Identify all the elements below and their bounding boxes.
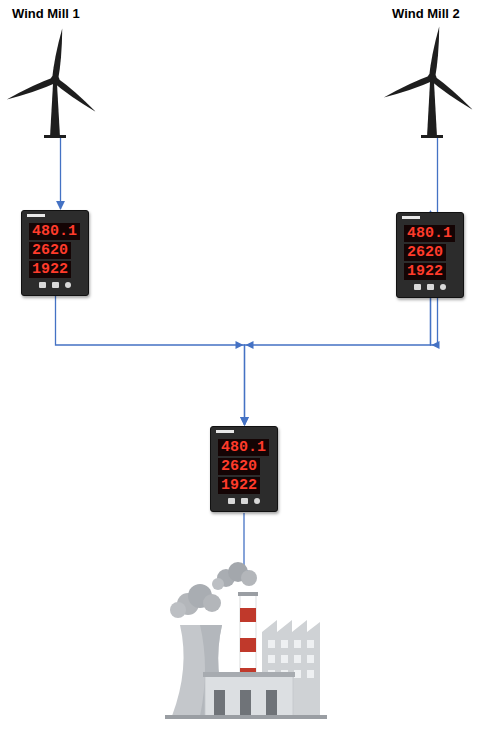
meter-reading: 2620 <box>29 242 71 259</box>
power-connector <box>60 138 61 209</box>
energy-meter: 480.1 2620 1922 <box>210 426 278 512</box>
meter-button <box>228 498 235 504</box>
meter-button <box>440 284 446 290</box>
wind-turbine <box>383 26 475 138</box>
meter-reading: 1922 <box>404 263 446 280</box>
meter-buttons <box>27 282 83 290</box>
brand-mark <box>27 214 45 217</box>
meter-reading: 2620 <box>404 244 446 261</box>
meter-button <box>65 282 71 288</box>
meter-buttons <box>402 284 458 292</box>
wind-turbine <box>6 28 98 138</box>
mill-label: Wind Mill 1 <box>12 6 80 22</box>
meter-reading: 480.1 <box>218 439 269 456</box>
factory-illustration <box>165 562 327 719</box>
energy-meter: 480.1 2620 1922 <box>396 212 464 298</box>
meter-buttons <box>216 498 272 506</box>
meter-button <box>427 284 434 290</box>
meter-button <box>52 282 59 288</box>
meter-reading: 480.1 <box>29 223 80 240</box>
brand-mark <box>216 430 234 433</box>
meter-reading: 1922 <box>218 477 260 494</box>
meter-button <box>414 284 421 290</box>
power-connector <box>245 298 431 425</box>
meter-reading: 480.1 <box>404 225 455 242</box>
meter-reading: 1922 <box>29 261 71 278</box>
wind-mill: Wind Mill 1 <box>12 6 107 138</box>
power-connector <box>56 296 245 425</box>
mill-label: Wind Mill 2 <box>392 6 460 22</box>
wind-mill: Wind Mill 2 <box>392 6 482 138</box>
energy-meter: 480.1 2620 1922 <box>21 210 89 296</box>
brand-mark <box>402 216 420 219</box>
meter-button <box>254 498 260 504</box>
meter-button <box>241 498 248 504</box>
meter-reading: 2620 <box>218 458 260 475</box>
meter-button <box>39 282 46 288</box>
